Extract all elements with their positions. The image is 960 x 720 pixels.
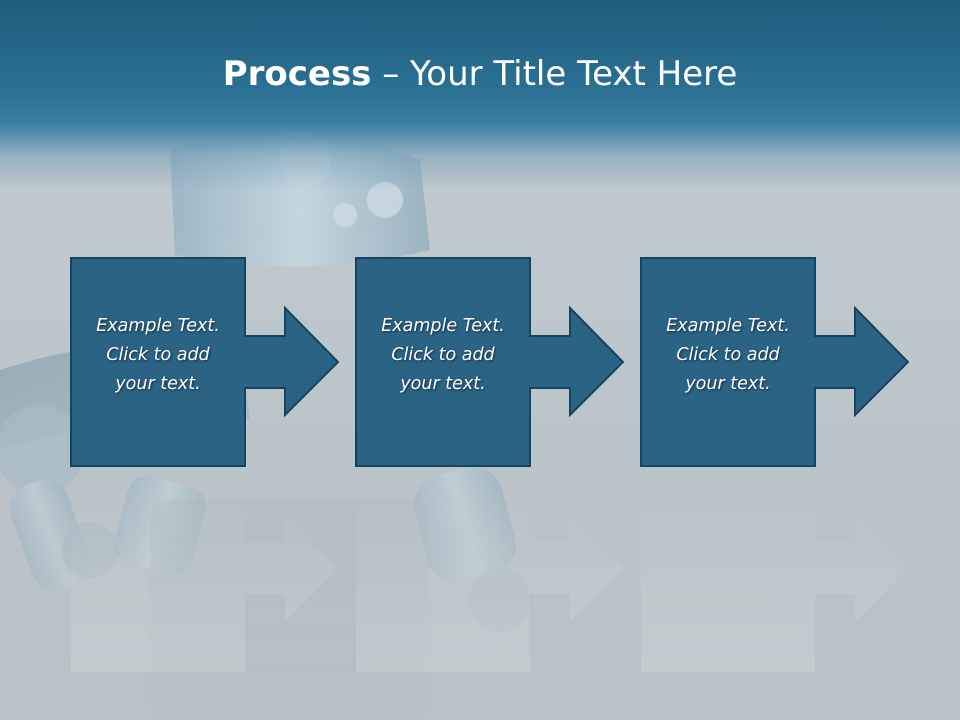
step-3-box-arrow bbox=[640, 257, 910, 467]
process-step-2-text[interactable]: Example Text. Click to add your text. bbox=[381, 316, 505, 394]
step-1-box-arrow bbox=[70, 257, 340, 467]
title-bold-part: Process bbox=[222, 54, 372, 94]
process-step-3-shape[interactable] bbox=[630, 250, 920, 672]
process-step-1-shape[interactable] bbox=[60, 250, 350, 672]
step-2-box-arrow bbox=[355, 257, 625, 467]
slide-title[interactable]: Process – Your Title Text Here bbox=[0, 52, 960, 96]
process-step-1-text[interactable]: Example Text. Click to add your text. bbox=[96, 316, 220, 394]
title-rest-part: – Your Title Text Here bbox=[371, 54, 738, 94]
header-band bbox=[0, 0, 960, 190]
process-step-2-shape[interactable] bbox=[345, 250, 635, 672]
process-step-3-text[interactable]: Example Text. Click to add your text. bbox=[666, 316, 790, 394]
